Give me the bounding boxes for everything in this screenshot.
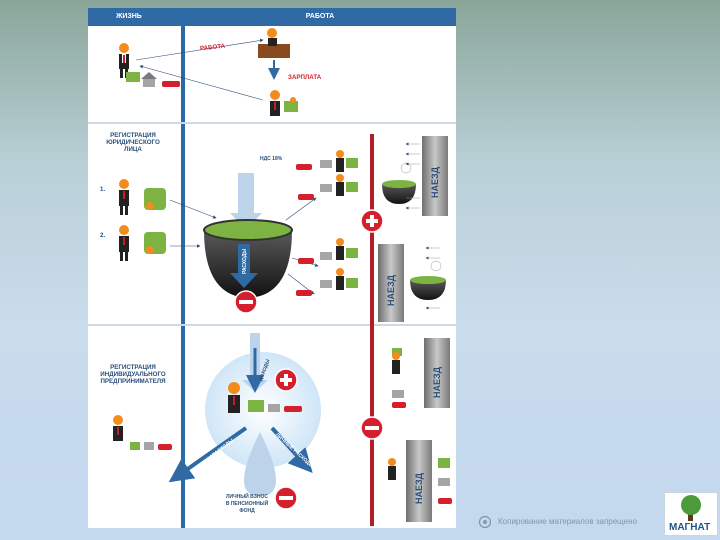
label-income-corp: ДОХОДЫ: [224, 157, 230, 180]
copyright-icon: [478, 515, 492, 529]
step-1: 1.: [100, 186, 106, 193]
person-option-1: [119, 179, 166, 215]
pension-line-2: В ПЕНСИОННЫЙ: [225, 501, 269, 507]
raid-pillar-3: [424, 338, 450, 408]
title-entrepreneur: РЕГИСТРАЦИЯ ИНДИВИДУАЛЬНОГО ПРЕДПРИНИМАТ…: [94, 364, 172, 385]
label-tax: НДС 18%: [260, 156, 283, 162]
pension-line-1: ЛИЧНЫЙ ВЗНОС: [226, 494, 268, 500]
label-expense-corp: РАСХОДЫ: [242, 248, 248, 274]
cauldron-corporate: [203, 219, 293, 298]
label-salary: ЗАРПЛАТА: [288, 74, 322, 81]
title-ip-line-3: ПРЕДПРИНИМАТЕЛЯ: [100, 378, 166, 385]
divider-section-2: [88, 324, 456, 326]
plus-icon: [360, 209, 384, 233]
income-arrow-corporate: [230, 173, 262, 230]
wealth-icons-section3: [388, 348, 452, 504]
divider-vertical: [181, 8, 185, 528]
person-entrepreneur: [228, 382, 302, 413]
raid-pillar-4: [406, 440, 432, 522]
step-2: 2.: [100, 232, 106, 239]
minus-icon: [234, 290, 258, 314]
office-desk-icon: [258, 28, 290, 58]
title-legal-line-2: ЮРИДИЧЕСКОГО: [106, 139, 160, 146]
arrow-to-person: [168, 426, 248, 483]
label-raid-2: НАЕЗД: [386, 274, 396, 306]
divider-section-1: [88, 122, 456, 124]
label-raid-1: НАЕЗД: [430, 166, 440, 198]
raid-pillar-2: [378, 244, 404, 322]
magnat-logo[interactable]: МАГНАТ: [664, 492, 718, 536]
pension-line-3: ФОНД: [239, 508, 255, 514]
arrow-to-expenses: [270, 426, 313, 473]
label-raid-3: НАЕЗД: [432, 366, 442, 398]
tree-icon: [681, 495, 701, 521]
minus-icon-axis: [360, 416, 384, 440]
person-option-2: [119, 225, 166, 261]
red-axis-line: [370, 134, 374, 526]
droplet-icon: [244, 432, 276, 496]
wealth-icons-right: [296, 150, 358, 296]
cauldron-small-2: [410, 260, 446, 300]
person-final: [113, 415, 172, 450]
house-car-icon: [126, 72, 180, 87]
raid-arrows: [405, 142, 440, 310]
label-raid-4: НАЕЗД: [414, 472, 424, 504]
minus-icon-entrepreneur: [274, 486, 298, 510]
plus-icon-entrepreneur: [274, 368, 298, 392]
diagram-slide: ЖИЗНЬ РАБОТА: [88, 8, 456, 528]
copyright-text: Копирование материалов запрещено: [498, 517, 637, 526]
title-legal-entity: РЕГИСТРАЦИЯ ЮРИДИЧЕСКОГО ЛИЦА: [100, 132, 166, 153]
header-work: РАБОТА: [184, 8, 456, 26]
title-ip-line-2: ИНДИВИДУАЛЬНОГО: [100, 371, 166, 378]
title-legal-line-1: РЕГИСТРАЦИЯ: [110, 132, 156, 139]
raid-pillar-1: [422, 136, 448, 216]
header-life: ЖИЗНЬ: [88, 8, 183, 26]
person-salary: [270, 90, 298, 116]
title-legal-line-3: ЛИЦА: [124, 146, 142, 153]
label-pension: ЛИЧНЫЙ ВЗНОС В ПЕНСИОННЫЙ ФОНД: [222, 494, 272, 515]
title-ip-line-1: РЕГИСТРАЦИЯ: [110, 364, 156, 371]
diagram-drawing: [113, 28, 452, 526]
logo-text: МАГНАТ: [669, 522, 711, 533]
